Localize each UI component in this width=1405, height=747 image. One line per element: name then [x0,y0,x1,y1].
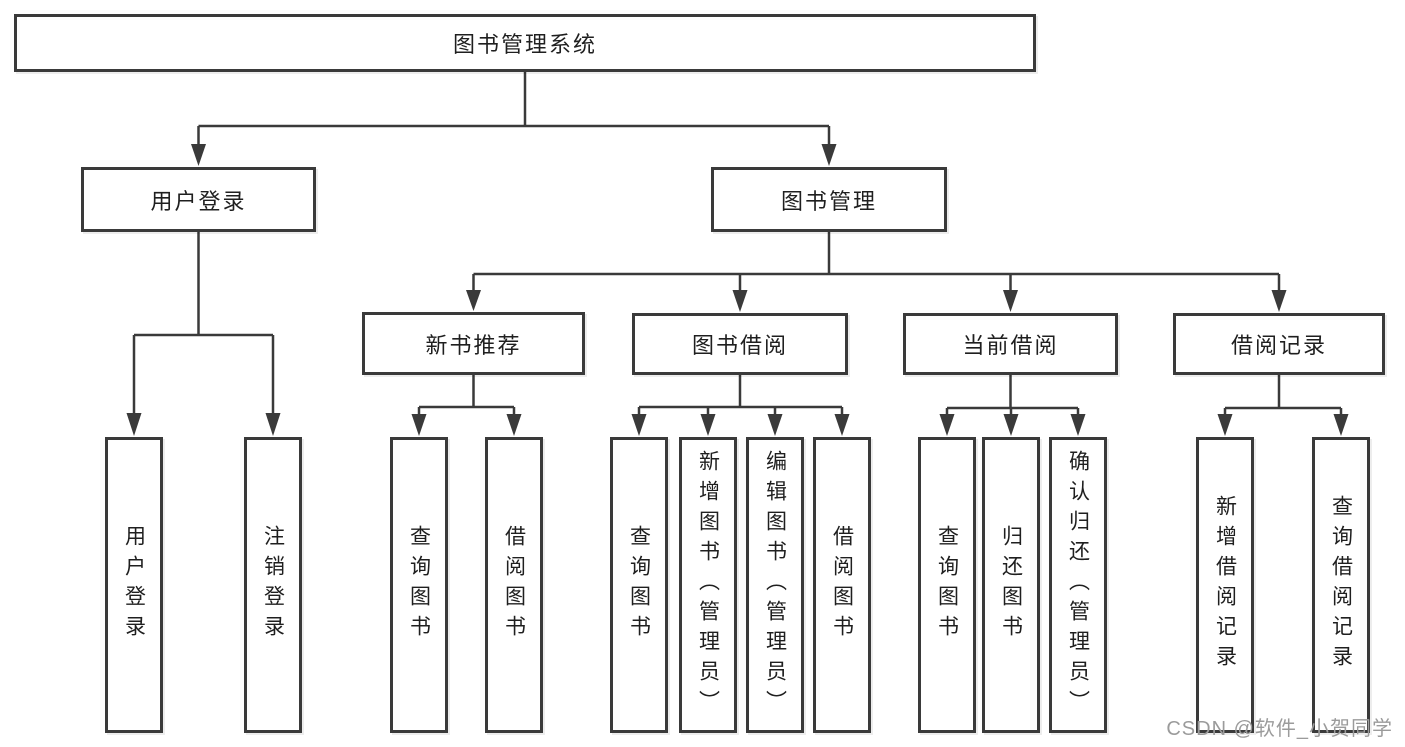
node-new-book-recommendation: 新书推荐 [362,312,585,375]
leaf-logout-login: 注销登录 [244,437,302,733]
connector-book-management-to-level3 [466,232,1287,312]
arrowhead-book-management [821,144,837,166]
leaf-borrow-books-borrowing: 借阅图书 [813,437,871,733]
connector-root-to-level2 [191,72,837,166]
node-user-login: 用户登录 [81,167,316,232]
csdn-watermark: CSDN @软件_小贺同学 [1166,718,1393,740]
node-borrowing-records: 借阅记录 [1173,313,1385,375]
node-current-borrowing: 当前借阅 [903,313,1118,375]
arrowhead-user-login [191,144,206,166]
arrowhead-borrow-record [1271,290,1287,312]
leaf-add-books-admin: 新增图书（管理员） [679,437,737,733]
connector-book-borrow-to-leaves [631,375,850,436]
leaf-add-borrow-record: 新增借阅记录 [1196,437,1254,733]
node-book-borrowing: 图书借阅 [632,313,848,375]
leaf-query-books-borrowing: 查询图书 [610,437,668,733]
connector-borrow-record-to-leaves [1217,375,1349,436]
arrowhead-book-borrow [732,290,748,312]
leaf-borrow-books-newbook: 借阅图书 [485,437,543,733]
leaf-user-login: 用户登录 [105,437,163,733]
connector-current-borrow-to-leaves [939,375,1086,436]
node-book-management: 图书管理 [711,167,947,232]
leaf-return-books: 归还图书 [982,437,1040,733]
arrowhead-new-book [466,290,481,311]
arrowhead-leaf-logout [265,413,281,436]
leaf-query-borrow-record: 查询借阅记录 [1312,437,1370,733]
connector-user-login-to-leaves [126,232,281,436]
arrowhead-leaf-user-login [126,413,142,436]
node-library-management-system: 图书管理系统 [14,14,1036,72]
leaf-edit-books-admin: 编辑图书（管理员） [746,437,804,733]
leaf-query-books-newbook: 查询图书 [390,437,448,733]
leaf-confirm-return-admin: 确认归还（管理员） [1049,437,1107,733]
arrowhead-current-borrow [1003,290,1018,312]
connector-new-book-to-leaves [411,375,522,436]
leaf-query-books-current: 查询图书 [918,437,976,733]
